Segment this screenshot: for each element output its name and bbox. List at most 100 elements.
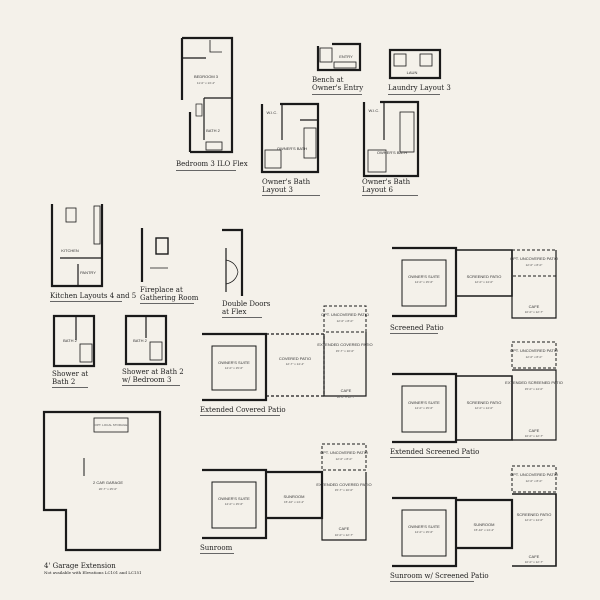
caption-shower2-1: Shower at Bath 2 xyxy=(122,368,184,376)
ssp-screened: SCREENED PATIO xyxy=(517,512,552,517)
caption-bench-2: Owner's Entry xyxy=(312,84,364,92)
caption-shower1-2: Bath 2 xyxy=(52,378,76,386)
caption-ext-screened: Extended Screened Patio xyxy=(390,448,480,456)
ecp-covered-patio: COVERED PATIO xyxy=(279,356,311,361)
sp-cafe: CAFE xyxy=(529,304,540,309)
underline-bench xyxy=(312,94,362,95)
sr-sunroom-dim: 15'-10" x 14'-4" xyxy=(284,500,304,504)
sunroom-plan xyxy=(202,443,367,541)
caption-obl6-2: Layout 6 xyxy=(362,186,393,194)
label-bath2-c: BATH 2 xyxy=(133,338,147,343)
caption-ext-patio: Extended Covered Patio xyxy=(200,406,286,414)
sr-cafe-dim: 10'-0" x 12'-7" xyxy=(335,533,353,537)
esp-owners-suite: OWNER'S SUITE xyxy=(408,400,440,405)
underline-shower1 xyxy=(52,387,88,388)
ssp-cafe: CAFE xyxy=(529,554,540,559)
label-wic-b: W.I.C. xyxy=(369,108,380,113)
underline-ext-patio xyxy=(200,415,280,416)
caption-obl3-2: Layout 3 xyxy=(262,186,293,194)
sp-cafe-dim: 10'-0" x 12'-7" xyxy=(525,310,543,314)
label-owners-bath-a: OWNER'S BATH xyxy=(277,146,307,151)
label-garage-dim: 20'-7" x 25'-0" xyxy=(99,487,117,491)
underline-shower2 xyxy=(122,385,180,386)
ecp-covered-patio-dim: 12'-7" x 14'-4" xyxy=(286,362,304,366)
label-pantry: PANTRY xyxy=(80,270,96,275)
caption-bedroom3: Bedroom 3 ILO Flex xyxy=(176,160,248,168)
owners-bath-6-plan xyxy=(362,100,420,178)
esp-cafe-dim: 10'-0" x 12'-7" xyxy=(525,434,543,438)
ssp-owners-suite-dim: 14'-0" x 15'-6" xyxy=(415,530,433,534)
ssp-owners-suite: OWNER'S SUITE xyxy=(408,524,440,529)
underline-obl3 xyxy=(262,195,320,196)
ssp-screened-dim: 12'-0" x 14'-0" xyxy=(525,518,543,522)
sp-opt-uncovered: OPT. UNCOVERED PATIO xyxy=(510,256,558,261)
caption-laundry: Laundry Layout 3 xyxy=(388,84,451,92)
laundry-plan xyxy=(388,48,442,80)
double-doors-plan xyxy=(222,228,244,296)
label-wic-a: W.I.C. xyxy=(267,110,278,115)
fireplace-plan xyxy=(140,228,169,282)
label-owners-bath-b: OWNER'S BATH xyxy=(377,150,407,155)
esp-opt-uncovered-dim: 12'-0" x 8'-0" xyxy=(526,355,543,359)
underline-sunroom-sp xyxy=(390,581,474,582)
underline-obl6 xyxy=(362,195,418,196)
esp-screened: SCREENED PATIO xyxy=(467,400,502,405)
label-garage: 2 CAR GARAGE xyxy=(93,480,123,485)
owners-bath-3-plan xyxy=(260,102,320,174)
kitchen-plan xyxy=(50,204,104,288)
caption-doors-2: at Flex xyxy=(222,308,247,316)
underline-kitchen xyxy=(50,301,122,302)
caption-screened: Screened Patio xyxy=(390,324,444,332)
underline-sunroom xyxy=(200,553,234,554)
esp-opt-uncovered: OPT. UNCOVERED PATIO xyxy=(510,348,558,353)
caption-fireplace-1: Fireplace at xyxy=(140,286,183,294)
caption-obl6-1: Owner's Bath xyxy=(362,178,411,186)
sunroom-screened-plan xyxy=(392,465,557,568)
shower-bath2-bed3-plan xyxy=(124,314,168,366)
ecp-cafe-dim: 10'-0" x 12'-7" xyxy=(337,395,355,399)
caption-shower1-1: Shower at xyxy=(52,370,89,378)
ssp-sunroom-dim: 15'-10" x 14'-4" xyxy=(474,528,494,532)
underline-ext-screened xyxy=(390,457,470,458)
ecp-ext-covered-dim: 15'-7" x 10'-0" xyxy=(336,349,354,353)
label-garage-note: OPT. LOCAL STORAGE xyxy=(95,423,128,427)
sp-screened: SCREENED PATIO xyxy=(467,274,502,279)
ecp-owners-suite-dim: 14'-0" x 15'-6" xyxy=(225,366,243,370)
label-bath2-b: BATH 2 xyxy=(63,338,77,343)
sr-opt-uncovered-dim: 12'-0" x 8'-0" xyxy=(336,457,353,461)
sp-owners-suite-dim: 14'-0" x 15'-6" xyxy=(415,280,433,284)
caption-sunroom: Sunroom xyxy=(200,544,233,552)
screened-patio-plan xyxy=(392,246,557,319)
label-bath2-a: BATH 2 xyxy=(206,128,220,133)
ssp-sunroom: SUNROOM xyxy=(474,522,495,527)
ssp-opt-uncovered: OPT. UNCOVERED PATIO xyxy=(510,472,558,477)
garage-plan xyxy=(42,410,162,552)
sp-opt-uncovered-dim: 12'-0" x 8'-0" xyxy=(526,263,543,267)
ecp-owners-suite: OWNER'S SUITE xyxy=(218,360,250,365)
caption-fireplace-2: Gathering Room xyxy=(140,294,199,302)
label-bedroom3: BEDROOM 3 xyxy=(194,74,219,79)
caption-doors-1: Double Doors xyxy=(222,300,271,308)
sp-screened-dim: 12'-0" x 14'-0" xyxy=(475,280,493,284)
sr-owners-suite-dim: 14'-0" x 15'-6" xyxy=(225,502,243,506)
esp-ext-screened: EXTENDED SCREENED PATIO xyxy=(505,380,563,385)
underline-fireplace xyxy=(140,303,194,304)
ext-screened-patio-plan xyxy=(392,341,557,444)
caption-shower2-2: w/ Bedroom 3 xyxy=(122,376,172,384)
label-entry: ENTRY xyxy=(339,54,353,59)
esp-cafe: CAFE xyxy=(529,428,540,433)
caption-sunroom-sp: Sunroom w/ Screened Patio xyxy=(390,572,489,580)
bench-plan xyxy=(316,42,362,72)
esp-screened-dim: 12'-0" x 14'-0" xyxy=(475,406,493,410)
sr-sunroom: SUNROOM xyxy=(284,494,305,499)
label-laun: LAUN xyxy=(407,70,418,75)
label-kitchen: KITCHEN xyxy=(61,248,79,253)
caption-bench-1: Bench at xyxy=(312,76,344,84)
sp-owners-suite: OWNER'S SUITE xyxy=(408,274,440,279)
sr-ext-covered: EXTENDED COVERED PATIO xyxy=(316,482,371,487)
underline-bedroom3 xyxy=(176,170,236,171)
sr-owners-suite: OWNER'S SUITE xyxy=(218,496,250,501)
esp-ext-screened-dim: 15'-0" x 14'-0" xyxy=(525,387,543,391)
caption-obl3-1: Owner's Bath xyxy=(262,178,311,186)
